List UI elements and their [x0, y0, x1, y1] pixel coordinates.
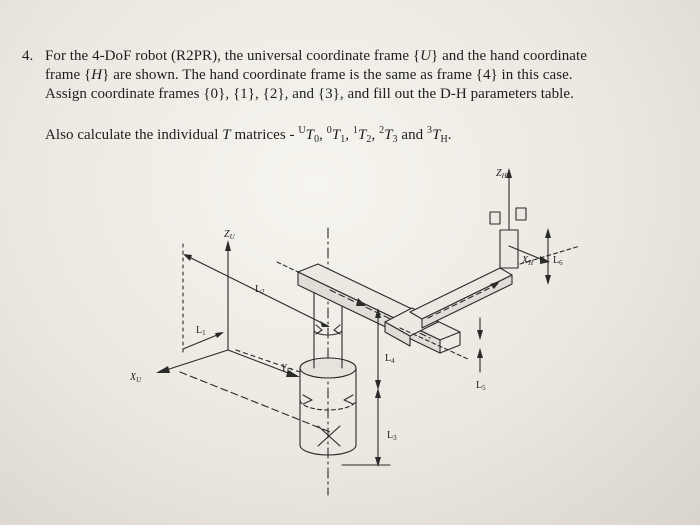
matrix-subscript: 3 [392, 134, 398, 145]
matrix-subscript: 0 [314, 134, 320, 145]
matrix-item: 1T2, [352, 125, 376, 145]
problem-line-4: Also calculate the individual T matrices… [45, 125, 452, 145]
problem-line-1: For the 4-DoF robot (R2PR), the universa… [45, 48, 587, 65]
line4-text-a: Also calculate the individual [45, 127, 219, 143]
matrix-separator: , [345, 127, 350, 143]
label-zu: ZU [224, 229, 236, 241]
label-xh: XH [521, 255, 534, 267]
label-zh: ZH [496, 168, 508, 180]
matrix-t: T [357, 127, 367, 143]
matrix-t-symbol: T [222, 127, 231, 143]
label-xu: XU [129, 372, 142, 384]
base-cylinder [299, 357, 357, 456]
matrix-item: UT0, [298, 125, 323, 145]
frame-h-symbol: H [91, 67, 103, 83]
matrix-superscript: 3 [427, 125, 433, 136]
matrix-separator: , [371, 127, 376, 143]
matrix-item: 2T3 and [379, 125, 424, 145]
second-arm [384, 267, 513, 361]
matrix-t: T [305, 127, 315, 143]
matrix-separator: and [397, 127, 424, 143]
matrix-superscript: 0 [326, 125, 332, 136]
label-yu: YU [281, 363, 293, 375]
line2-text-b: } are shown. The hand coordinate frame i… [102, 67, 573, 83]
matrix-subscript: H [440, 134, 448, 145]
label-l4: L4 [385, 353, 395, 365]
matrix-superscript: 1 [352, 125, 358, 136]
matrix-superscript: 2 [379, 125, 385, 136]
line2-text-a: frame { [45, 67, 92, 83]
matrix-separator: . [447, 127, 452, 143]
matrix-item: 3TH. [427, 125, 452, 145]
label-l3: L3 [387, 430, 397, 442]
wrist-gripper [489, 168, 581, 269]
universal-frame-axes [156, 240, 300, 377]
line1-text-a: For the 4-DoF robot (R2PR), the universa… [45, 48, 421, 64]
matrix-t: T [432, 127, 441, 143]
frame-u-symbol: U [420, 48, 432, 64]
matrix-subscript: 1 [340, 134, 346, 145]
line1-text-b: } and the hand coordinate [431, 48, 587, 64]
matrix-item: 0T1, [326, 125, 350, 145]
line3-text: Assign coordinate frames {0}, {1}, {2}, … [45, 86, 574, 102]
label-l2: L2 [255, 284, 265, 296]
matrix-list: UT0, 0T1, 1T2, 2T3 and 3TH. [298, 125, 452, 145]
matrix-t: T [331, 127, 341, 143]
matrix-superscript: U [298, 125, 306, 136]
matrix-t: T [384, 127, 393, 143]
label-l6: L6 [553, 255, 563, 267]
label-l5: L5 [476, 380, 486, 392]
question-number: 4. [22, 48, 34, 64]
problem-line-2: frame {H} are shown. The hand coordinate… [45, 67, 573, 84]
problem-line-3: Assign coordinate frames {0}, {1}, {2}, … [45, 86, 574, 103]
matrix-subscript: 2 [366, 134, 372, 145]
line4-text-b: matrices - [234, 127, 295, 143]
label-l1: L1 [196, 325, 206, 337]
matrix-separator: , [319, 127, 323, 143]
